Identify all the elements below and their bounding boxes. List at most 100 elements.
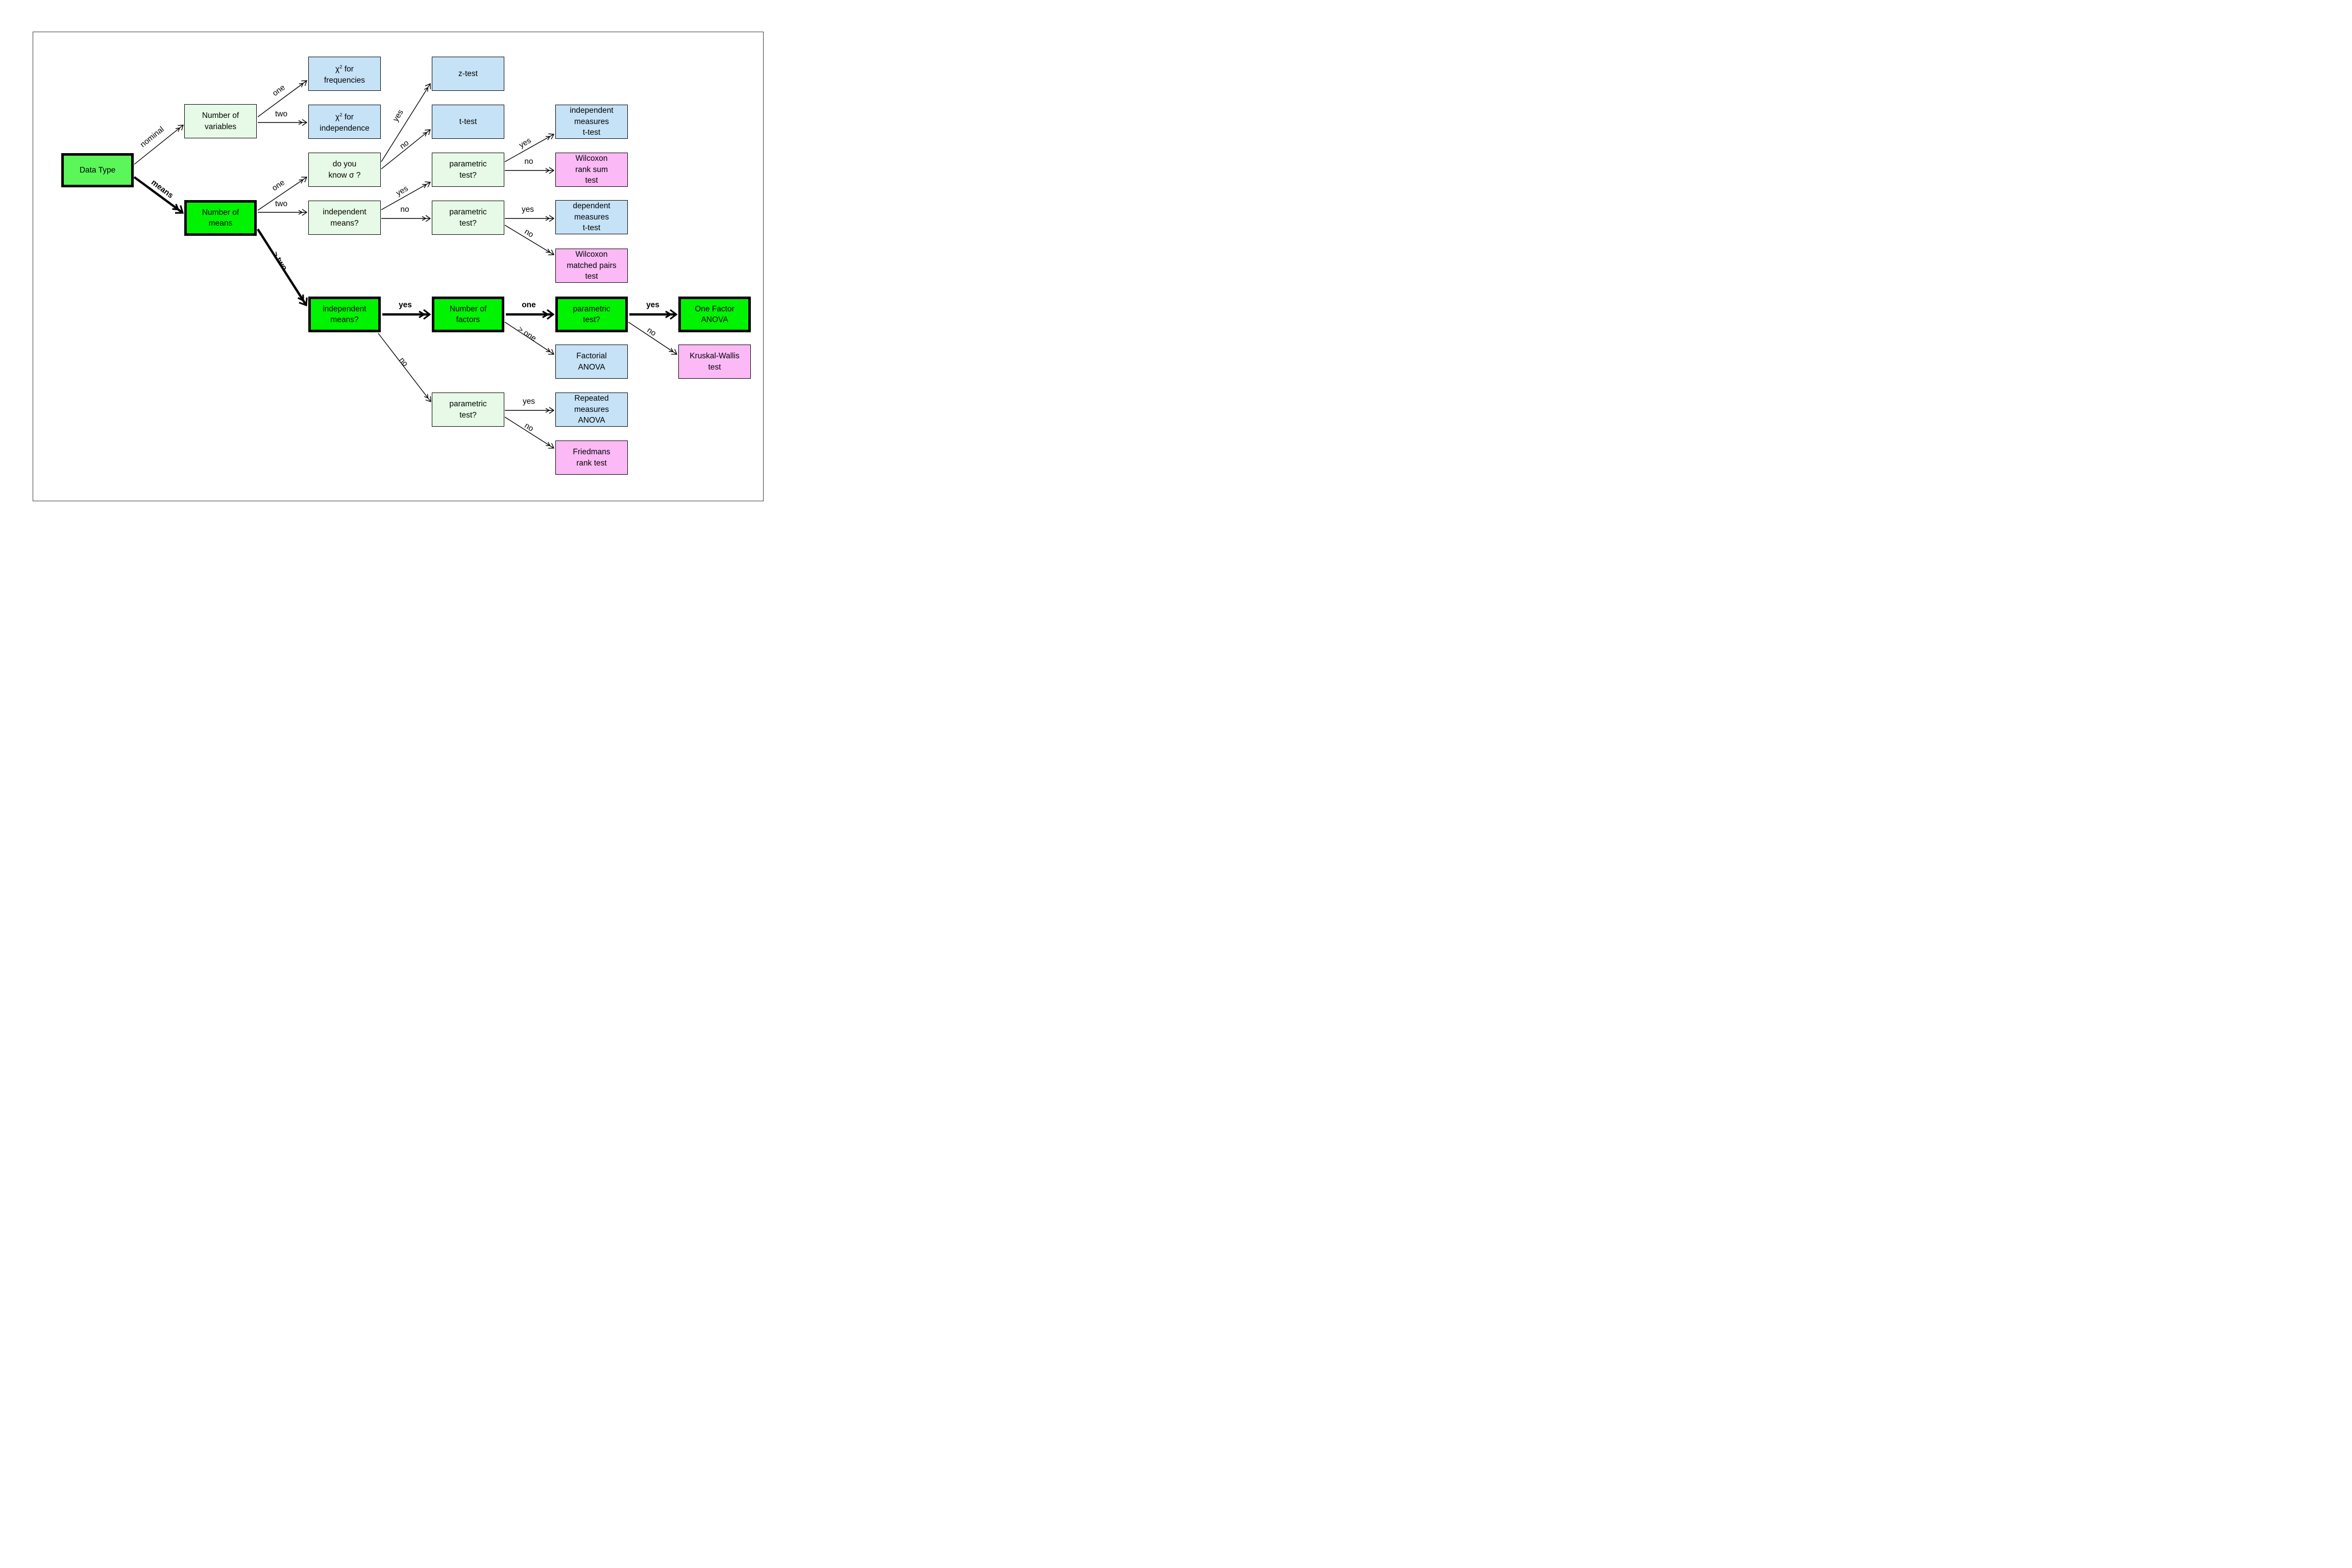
node-parametric-test-strong-text: test? (583, 315, 600, 324)
node-dependent-measures-t-test-text: t-test (582, 224, 601, 233)
node-independent-means-text: independent (323, 208, 366, 216)
node-number-of-variables-text: Number of (202, 111, 239, 120)
node-parametric-test-3: parametric test? (432, 393, 504, 427)
node-independent-means: independent means? (308, 201, 381, 235)
node-independent-measures-t-test: independent measures t-test (555, 105, 628, 139)
edge-one-means (257, 177, 308, 211)
node-number-of-means: Number of means (184, 200, 257, 236)
node-independent-means-strong: independent means? (308, 297, 381, 332)
edge-yes-sigma (381, 83, 431, 162)
node-one-factor-anova-text: One Factor (695, 304, 734, 313)
edge-label-one-factors: one (522, 301, 536, 309)
node-chi-square-frequencies-text: frequencies (324, 76, 365, 85)
edge-label-two-means: two (275, 200, 287, 208)
node-repeated-measures-anova-text: Repeated (574, 394, 609, 403)
node-know-sigma-text: know σ ? (328, 170, 361, 180)
node-wilcoxon-rank-sum-text: test (585, 176, 598, 185)
node-parametric-test-1: parametric test? (432, 153, 504, 187)
node-know-sigma-text: do you (332, 160, 357, 168)
node-independent-means-strong-text: means? (330, 315, 359, 324)
node-wilcoxon-matched-pairs: Wilcoxon matched pairs test (555, 249, 628, 283)
node-parametric-test-strong-text: parametric (573, 304, 610, 313)
edge-nominal (134, 125, 184, 165)
node-data-type-text: Data Type (79, 165, 116, 175)
node-number-of-means-text: means (208, 219, 233, 228)
node-dependent-measures-t-test-text: measures (574, 212, 609, 222)
edge-label-yes-independent-strong: yes (399, 301, 412, 309)
edge-label-no-parametric-strong: no (646, 326, 658, 338)
edge-gt-two-means (257, 228, 308, 307)
node-chi-square-independence-text: independence (320, 124, 370, 133)
node-t-test: t-test (432, 105, 504, 139)
edge-one-variables (257, 80, 308, 117)
node-friedmans-rank-test-text: Friedmans (573, 448, 610, 456)
node-number-of-variables-text: variables (204, 122, 237, 131)
node-factorial-anova-text: ANOVA (578, 362, 605, 372)
node-wilcoxon-matched-pairs-text: Wilcoxon (575, 250, 608, 259)
edge-label-no-independent-means: no (400, 205, 409, 214)
edge-no-parametric-2 (504, 225, 555, 256)
node-parametric-test-1-text: test? (459, 170, 477, 180)
node-kruskal-wallis: Kruskal-Wallis test (678, 345, 751, 379)
node-chi-square-independence: χ2 for independence (308, 105, 381, 139)
node-parametric-test-strong: parametric test? (555, 297, 628, 332)
node-chi-square-independence-text: χ2 for (335, 112, 354, 122)
edge-yes-parametric-1 (504, 133, 555, 162)
node-parametric-test-3-text: parametric (449, 400, 487, 408)
node-number-of-factors-text: Number of (449, 304, 487, 313)
edge-no-parametric-strong (628, 322, 678, 355)
node-independent-means-strong-text: independent (323, 304, 366, 313)
node-parametric-test-2: parametric test? (432, 201, 504, 235)
node-parametric-test-3-text: test? (459, 410, 477, 420)
edge-label-yes-parametric-2: yes (522, 205, 534, 214)
edge-label-no-parametric-2: no (523, 227, 535, 239)
node-wilcoxon-rank-sum-text: rank sum (575, 165, 608, 174)
node-wilcoxon-matched-pairs-text: matched pairs (567, 261, 617, 270)
node-dependent-measures-t-test-text: dependent (573, 202, 610, 211)
node-number-of-factors-text: factors (456, 315, 480, 324)
node-chi-square-frequencies: χ2 for frequencies (308, 57, 381, 91)
node-t-test-text: t-test (459, 117, 477, 126)
node-parametric-test-1-text: parametric (449, 160, 487, 168)
node-friedmans-rank-test-text: rank test (576, 458, 607, 468)
edge-label-yes-parametric-strong: yes (646, 301, 659, 309)
edge-label-two-variables: two (275, 110, 287, 118)
edge-label-yes-parametric-3: yes (523, 397, 535, 406)
node-kruskal-wallis-text: test (708, 362, 721, 372)
edge-label-no-parametric-1: no (524, 157, 533, 166)
node-chi-square-frequencies-text: χ2 for (335, 64, 354, 74)
node-repeated-measures-anova-text: ANOVA (578, 416, 605, 425)
node-wilcoxon-matched-pairs-text: test (585, 272, 598, 281)
node-parametric-test-2-text: test? (459, 218, 477, 228)
edge-label-no-parametric-3: no (523, 421, 535, 433)
node-know-sigma: do you know σ ? (308, 153, 381, 187)
node-data-type: Data Type (61, 153, 134, 187)
node-number-of-factors: Number of factors (432, 297, 504, 332)
node-number-of-variables: Number of variables (184, 104, 257, 138)
node-z-test: z-test (432, 57, 504, 91)
node-independent-means-text: means? (330, 218, 359, 228)
node-independent-measures-t-test-text: t-test (582, 128, 601, 137)
edge-yes-independent-means (381, 181, 431, 210)
edge-means (133, 176, 184, 214)
node-factorial-anova-text: Factorial (576, 352, 607, 360)
node-wilcoxon-rank-sum-text: Wilcoxon (575, 154, 608, 163)
node-wilcoxon-rank-sum: Wilcoxon rank sum test (555, 153, 628, 187)
node-independent-measures-t-test-text: measures (574, 117, 609, 126)
node-repeated-measures-anova-text: measures (574, 405, 609, 414)
node-independent-measures-t-test-text: independent (570, 106, 614, 115)
node-parametric-test-2-text: parametric (449, 208, 487, 216)
edge-gt-one-factors (504, 322, 555, 355)
node-friedmans-rank-test: Friedmans rank test (555, 440, 628, 475)
node-number-of-means-text: Number of (202, 208, 239, 217)
node-kruskal-wallis-text: Kruskal-Wallis (690, 352, 740, 360)
node-one-factor-anova-text: ANOVA (701, 315, 728, 324)
edge-no-independent-strong (378, 333, 431, 403)
diagram-frame (33, 32, 764, 501)
